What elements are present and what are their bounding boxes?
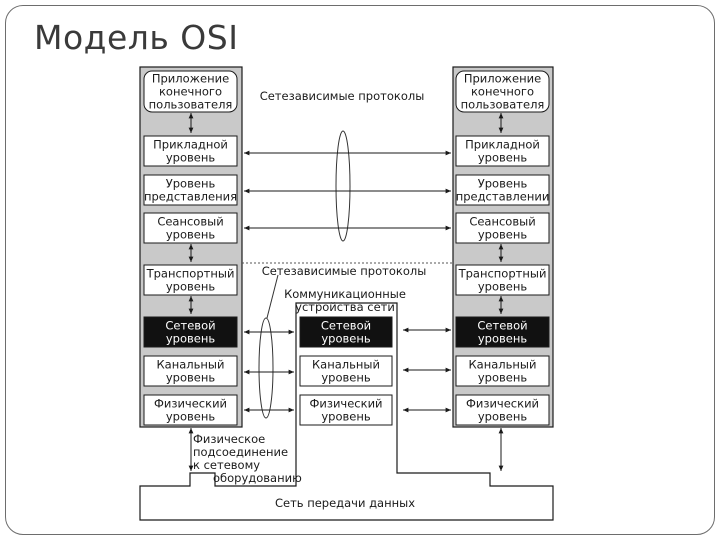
- left-layer-label: Уровень: [166, 177, 216, 191]
- dependent-protocols-label: Сетезависимые протоколы: [262, 264, 427, 278]
- left-layer-label: Канальный: [157, 358, 225, 372]
- right-layer-box: [455, 135, 550, 167]
- left-layer-label: представления: [144, 190, 237, 204]
- right-layer-label: уровень: [478, 280, 528, 294]
- right-layer-box: [455, 355, 550, 387]
- middle-layer-label: уровень: [321, 332, 371, 346]
- left-layer-label: уровень: [166, 280, 216, 294]
- right-layer-label: уровень: [478, 410, 528, 424]
- left-layer-box: [143, 355, 238, 387]
- lower-protocol-ellipse: [258, 317, 274, 419]
- left-layer-label: уровень: [166, 151, 216, 165]
- right-layer-label: Прикладной: [465, 138, 540, 152]
- left-layer-label: Сеансовый: [157, 215, 223, 229]
- right-layer-label: уровень: [478, 228, 528, 242]
- left-layer-label: конечного: [159, 85, 222, 99]
- middle-layer-box: [299, 316, 393, 348]
- right-layer-label: Уровень: [478, 177, 528, 191]
- right-layer-box: [455, 174, 550, 206]
- comm-devices-label-line1: Коммуникационные: [284, 287, 406, 301]
- left-layer-box: [143, 174, 238, 206]
- left-layer-label: Прикладной: [153, 138, 228, 152]
- phys-connection-label-line2: подсоединение: [193, 445, 288, 459]
- left-layer-label: уровень: [166, 332, 216, 346]
- right-layer-label: уровень: [478, 332, 528, 346]
- left-layer-label: уровень: [166, 410, 216, 424]
- right-layer-label: Сетевой: [477, 319, 527, 333]
- phys-connection-label-line1: Физическое: [193, 432, 265, 446]
- right-layer-box: [455, 264, 550, 296]
- middle-layer-label: Сетевой: [321, 319, 371, 333]
- middle-layer-label: уровень: [321, 371, 371, 385]
- left-layer-label: Сетевой: [165, 319, 215, 333]
- left-layer-box: [143, 212, 238, 244]
- right-layer-label: Сеансовый: [469, 215, 535, 229]
- middle-layer-box: [299, 355, 393, 387]
- right-layer-box: [455, 316, 550, 348]
- right-layer-label: уровень: [478, 151, 528, 165]
- left-layer-box: [143, 316, 238, 348]
- phys-connection-label-line3: к сетевому: [193, 458, 260, 472]
- right-layer-box: [455, 394, 550, 426]
- network-label: Сеть передачи данных: [275, 496, 415, 510]
- right-layer-label: Физический: [466, 397, 539, 411]
- left-layer-box: [143, 70, 238, 113]
- slide-title: Модель OSI: [34, 18, 239, 57]
- independent-protocols-label: Сетезависимые протоколы: [260, 89, 425, 103]
- right-layer-label: Транспортный: [458, 267, 547, 281]
- left-layer-label: уровень: [166, 371, 216, 385]
- middle-layer-label: Канальный: [312, 358, 380, 372]
- left-layer-label: пользователя: [149, 98, 233, 112]
- left-layer-label: уровень: [166, 228, 216, 242]
- left-layer-label: Физический: [154, 397, 227, 411]
- upper-protocol-ellipse: [335, 130, 351, 242]
- right-layer-box: [455, 212, 550, 244]
- right-layer-box: [455, 70, 550, 113]
- comm-devices-label-line2: устройства сети: [295, 300, 395, 314]
- phys-connection-label-line4: оборудованию: [213, 471, 302, 485]
- left-layer-box: [143, 394, 238, 426]
- left-layer-label: Приложение: [152, 72, 229, 86]
- dependent-pointer-line: [266, 274, 279, 319]
- right-layer-label: представлении: [456, 190, 550, 204]
- middle-layer-label: уровень: [321, 410, 371, 424]
- right-layer-label: конечного: [471, 85, 534, 99]
- middle-layer-label: Физический: [309, 397, 382, 411]
- right-layer-label: пользователя: [461, 98, 545, 112]
- middle-layer-box: [299, 394, 393, 426]
- right-layer-label: Канальный: [469, 358, 537, 372]
- right-layer-label: Приложение: [464, 72, 541, 86]
- right-layer-label: уровень: [478, 371, 528, 385]
- left-layer-box: [143, 135, 238, 167]
- left-layer-label: Транспортный: [146, 267, 235, 281]
- left-layer-box: [143, 264, 238, 296]
